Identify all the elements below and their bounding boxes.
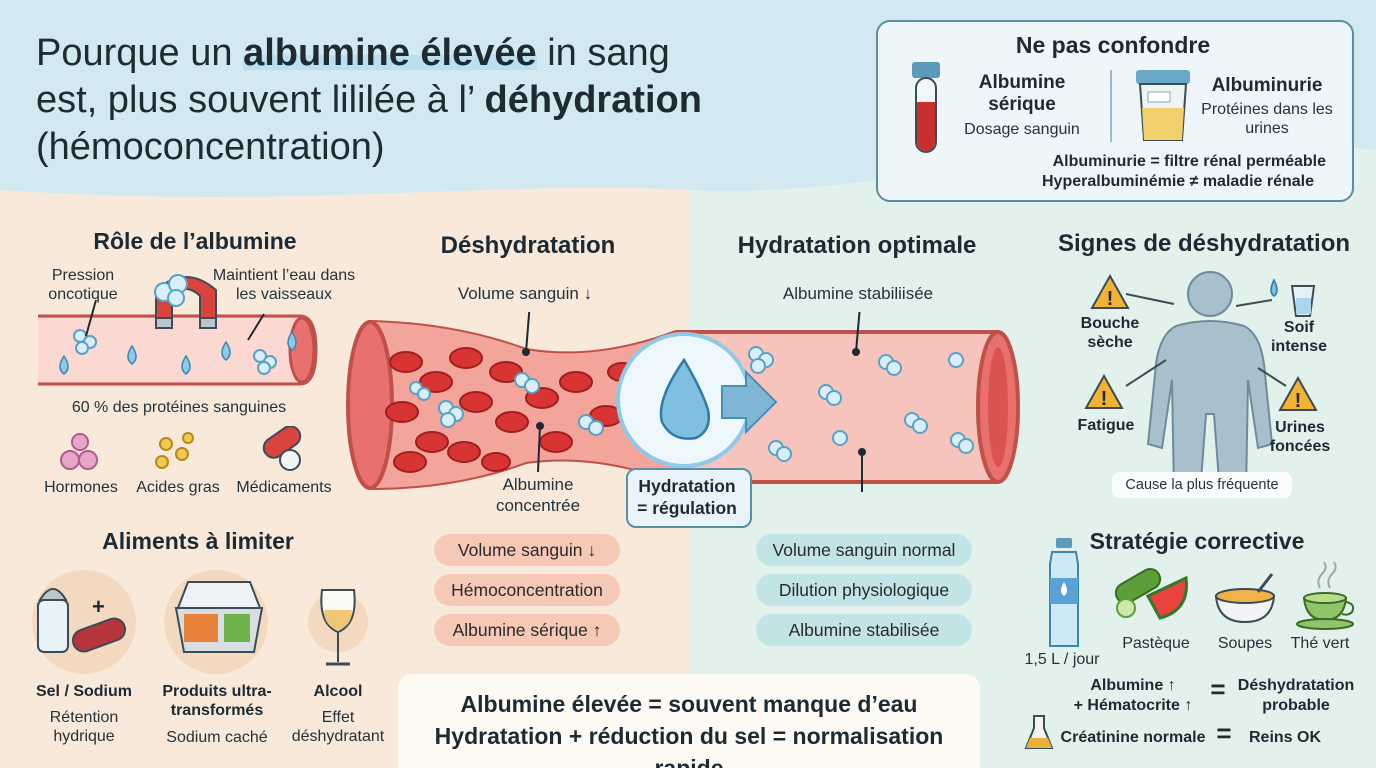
- food-salt-sub: Rétention hydrique: [49, 709, 119, 745]
- foods-title: Aliments à limiter: [102, 528, 294, 554]
- hydration-pill-dilution: Dilution physiologique: [756, 574, 972, 606]
- albuminuria-title: Albuminurie: [1211, 75, 1323, 96]
- food-alcohol-sub: Effet déshydratant: [291, 709, 385, 745]
- role-item-hormones: Hormones: [44, 479, 118, 496]
- eq1-left-a: Albumine ↑: [1090, 677, 1176, 694]
- strategy-soups: Soupes: [1217, 635, 1273, 652]
- urine-cup-icon: [1136, 70, 1190, 141]
- dehydration-pill-volume: Volume sanguin ↓: [434, 534, 620, 566]
- eq2-equals: =: [1216, 718, 1232, 748]
- salt-shaker-icon: +: [37, 588, 127, 653]
- watermelon-icon: [1114, 568, 1188, 620]
- eq1-right-a: Déshydratation: [1237, 677, 1355, 694]
- sign-fatigue: Fatigue: [1077, 417, 1135, 434]
- sign-thirst: Soif intense: [1270, 319, 1327, 355]
- human-silhouette-icon: [1146, 271, 1274, 495]
- hydration-title: Hydratation optimale: [737, 232, 977, 259]
- page-title: Pourque un albumine élevée in sang est, …: [36, 32, 702, 168]
- green-tea-icon: [1296, 561, 1355, 630]
- eq2-right: Reins OK: [1248, 729, 1321, 746]
- confusion-title: Ne pas confondre: [1015, 32, 1211, 58]
- hydration-badge: [626, 468, 752, 528]
- warning-icon: ! ! !: [1084, 273, 1318, 412]
- keeps-water-label: Maintient l’eau dans les vaisseaux: [212, 267, 356, 303]
- hydration-badge-line2: = régulation: [637, 498, 737, 518]
- protein-stat: 60 % des protéines sanguines: [71, 399, 287, 416]
- signs-title: Signes de déshydratation: [1057, 230, 1351, 257]
- svg-text:!: !: [1101, 388, 1108, 410]
- role-item-fatty-acids: Acides gras: [136, 479, 220, 496]
- albumin-concentrated-label: Albumine concentrée: [495, 475, 581, 515]
- hydration-pill-albumin: Albumine stabilisée: [756, 614, 972, 646]
- strategy-title: Stratégie corrective: [1089, 528, 1305, 554]
- dehydration-top-label: Volume sanguin ↓: [457, 284, 593, 303]
- blood-tube-icon: [912, 62, 940, 153]
- svg-text:+: +: [92, 594, 105, 619]
- flask-icon: [1024, 715, 1054, 749]
- summary-line2: Hydratation + réduction du sel = normali…: [434, 723, 944, 768]
- food-processed-title: Produits ultra-transformés: [162, 683, 272, 719]
- water-glass-icon: [1270, 278, 1316, 317]
- svg-text:!: !: [1295, 390, 1302, 412]
- eq2-left: Créatinine normale: [1060, 729, 1206, 746]
- albuminuria-sub: Protéines dans les urines: [1201, 101, 1333, 137]
- water-bottle-icon: [1049, 538, 1079, 647]
- note-hyperalbuminemia: Hyperalbuminémie ≠ maladie rénale: [1042, 173, 1314, 190]
- eq1-right-b: probable: [1262, 697, 1330, 714]
- strategy-green-tea: Thé vert: [1290, 635, 1350, 652]
- strategy-icons: [1049, 538, 1355, 647]
- human-body-illustration: ! ! !: [1084, 271, 1318, 495]
- fatty-acid-icon: [155, 432, 194, 469]
- role-item-drugs: Médicaments: [236, 479, 332, 496]
- hydration-top-label: Albumine stabiliisée: [782, 284, 934, 303]
- hormone-icon: [60, 433, 98, 470]
- food-icons: +: [32, 570, 368, 674]
- wine-glass-icon: [320, 589, 356, 666]
- strategy-watermelon: Pastèque: [1122, 635, 1190, 652]
- eq1-left-b: + Hématocrite ↑: [1073, 697, 1193, 714]
- pill-icon: [262, 426, 302, 471]
- strategy-water: 1,5 L / jour: [1024, 651, 1100, 668]
- oncotic-pressure-label: Pression oncotique: [48, 267, 118, 303]
- role-icons: [60, 426, 302, 471]
- summary-box: Albumine élevée = souvent manque d’eau H…: [398, 674, 980, 768]
- dehydration-title: Déshydratation: [440, 232, 616, 259]
- water-drop-icon: [616, 332, 778, 468]
- confusion-box: [876, 20, 1354, 202]
- dehydration-pill-hemoconcentration: Hémoconcentration: [434, 574, 620, 606]
- eq1-equals: =: [1210, 674, 1226, 704]
- vessel-small-illustration: [38, 274, 318, 386]
- sign-dark-urine: Urines foncées: [1269, 419, 1331, 455]
- serum-albumin-sub: Dosage sanguin: [964, 121, 1080, 138]
- summary-line1: Albumine élevée = souvent manque d’eau: [460, 691, 918, 717]
- serum-albumin-title: Albumine sérique: [978, 72, 1066, 115]
- role-title: Rôle de l’albumine: [93, 228, 297, 254]
- svg-text:!: !: [1107, 288, 1114, 310]
- hydration-badge-line1: Hydratation: [638, 476, 736, 496]
- tray-meal-icon: [174, 581, 264, 653]
- dehydration-pill-albumin: Albumine sérique ↑: [434, 614, 620, 646]
- soup-bowl-icon: [1214, 573, 1276, 624]
- hydration-pill-volume: Volume sanguin normal: [756, 534, 972, 566]
- divider: [1110, 70, 1112, 142]
- signs-caption: Cause la plus fréquente: [1112, 472, 1292, 498]
- note-albuminuria: Albuminurie = filtre rénal perméable: [1052, 153, 1326, 170]
- sign-dry-mouth: Bouche sèche: [1080, 315, 1140, 351]
- food-alcohol-title: Alcool: [313, 683, 363, 700]
- food-salt-title: Sel / Sodium: [35, 683, 132, 700]
- food-processed-sub: Sodium caché: [166, 729, 268, 746]
